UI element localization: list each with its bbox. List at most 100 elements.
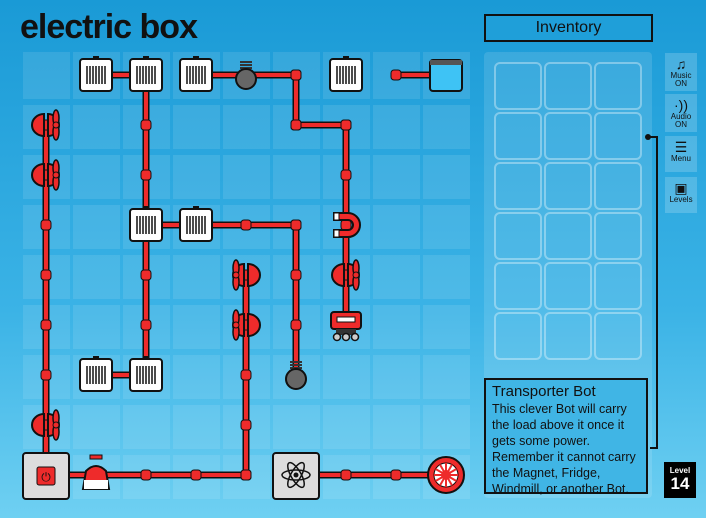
inventory-slot[interactable] — [594, 162, 642, 210]
inventory-slot[interactable] — [494, 262, 542, 310]
grid-cell[interactable] — [423, 405, 470, 449]
grid-cell[interactable] — [73, 305, 120, 349]
levels-button[interactable]: ▣ Levels — [665, 177, 697, 213]
grid-cell[interactable] — [423, 155, 470, 199]
fridge-icon[interactable] — [129, 56, 163, 92]
wire-node[interactable] — [340, 119, 352, 131]
inventory-slot[interactable] — [544, 162, 592, 210]
grid-cell[interactable] — [423, 105, 470, 149]
inventory-slot[interactable] — [544, 212, 592, 260]
fridge-icon[interactable] — [179, 206, 213, 242]
grid-cell[interactable] — [73, 205, 120, 249]
wire-node[interactable] — [40, 319, 52, 331]
wire-node[interactable] — [290, 119, 302, 131]
windmill-icon[interactable] — [31, 159, 62, 191]
grid-cell[interactable] — [373, 405, 420, 449]
fridge-icon[interactable] — [129, 356, 163, 392]
wire-node[interactable] — [390, 469, 402, 481]
wire-node[interactable] — [340, 169, 352, 181]
grid-cell[interactable] — [73, 255, 120, 299]
inventory-slot[interactable] — [594, 212, 642, 260]
grid-cell[interactable] — [23, 52, 70, 99]
inventory-slot[interactable] — [544, 262, 592, 310]
grid-cell[interactable] — [223, 155, 270, 199]
wire-node[interactable] — [290, 269, 302, 281]
grid-cell[interactable] — [73, 405, 120, 449]
grid-cell[interactable] — [223, 105, 270, 149]
wire-node[interactable] — [290, 319, 302, 331]
inventory-slot[interactable] — [544, 112, 592, 160]
grid-cell[interactable] — [173, 255, 220, 299]
grid-cell[interactable] — [123, 405, 170, 449]
wire-node[interactable] — [140, 269, 152, 281]
grid-cell[interactable] — [273, 405, 320, 449]
wire-node[interactable] — [390, 69, 402, 81]
grid-cell[interactable] — [323, 355, 370, 399]
wire-node[interactable] — [290, 219, 302, 231]
wire-node[interactable] — [340, 219, 352, 231]
wire-node[interactable] — [290, 69, 302, 81]
wire-node[interactable] — [240, 219, 252, 231]
fridge-icon[interactable] — [179, 56, 213, 92]
grid-cell[interactable] — [73, 105, 120, 149]
music-toggle-button[interactable]: ♫ Music ON — [665, 53, 697, 91]
windmill-icon[interactable] — [31, 409, 62, 441]
grid-cell[interactable] — [173, 155, 220, 199]
grid-cell[interactable] — [423, 255, 470, 299]
grid-cell[interactable] — [373, 105, 420, 149]
inventory-slot[interactable] — [594, 112, 642, 160]
inventory-slot[interactable] — [494, 162, 542, 210]
wire-node[interactable] — [340, 469, 352, 481]
grid-cell[interactable] — [373, 355, 420, 399]
inventory-slot[interactable] — [544, 312, 592, 360]
light-bulb-icon[interactable] — [285, 361, 307, 390]
grid-cell[interactable] — [173, 105, 220, 149]
fridge-icon[interactable] — [129, 206, 163, 242]
grid-cell[interactable] — [373, 305, 420, 349]
light-bulb-icon[interactable] — [235, 61, 257, 90]
wire-node[interactable] — [40, 219, 52, 231]
wire-node[interactable] — [140, 169, 152, 181]
inventory-slot[interactable] — [494, 212, 542, 260]
transporter-bot-icon[interactable] — [330, 311, 362, 342]
game-board[interactable]: ⏻ — [0, 0, 480, 518]
inventory-slot[interactable] — [544, 62, 592, 110]
inventory-slot[interactable] — [594, 312, 642, 360]
magnet-icon[interactable] — [333, 212, 361, 238]
inventory-slot[interactable] — [594, 262, 642, 310]
grid-cell[interactable] — [423, 205, 470, 249]
grid-cell[interactable] — [73, 155, 120, 199]
wire-node[interactable] — [40, 369, 52, 381]
fridge-icon[interactable] — [79, 56, 113, 92]
power-switch-box[interactable]: ⏻ — [22, 452, 70, 500]
grid-cell[interactable] — [423, 355, 470, 399]
kettle-icon[interactable] — [81, 454, 111, 490]
grid-cell[interactable] — [373, 205, 420, 249]
wheel-motor-icon[interactable] — [427, 456, 465, 494]
grid-cell[interactable] — [373, 155, 420, 199]
atom-box[interactable] — [272, 452, 320, 500]
audio-toggle-button[interactable]: ·)) Audio ON — [665, 94, 697, 132]
water-tank-icon[interactable] — [429, 59, 463, 92]
fridge-icon[interactable] — [329, 56, 363, 92]
inventory-slot[interactable] — [494, 312, 542, 360]
windmill-icon[interactable] — [31, 109, 62, 141]
inventory-slot[interactable] — [494, 112, 542, 160]
grid-cell[interactable] — [173, 305, 220, 349]
grid-cell[interactable] — [373, 255, 420, 299]
menu-button[interactable]: ☰ Menu — [665, 136, 697, 172]
grid-cell[interactable] — [323, 405, 370, 449]
wire-node[interactable] — [140, 469, 152, 481]
grid-cell[interactable] — [173, 405, 220, 449]
wire-node[interactable] — [240, 469, 252, 481]
wire-node[interactable] — [140, 319, 152, 331]
grid-cell[interactable] — [423, 305, 470, 349]
fridge-icon[interactable] — [79, 356, 113, 392]
wire-node[interactable] — [240, 369, 252, 381]
inventory-slot[interactable] — [594, 62, 642, 110]
grid-cell[interactable] — [273, 155, 320, 199]
wire-node[interactable] — [140, 119, 152, 131]
grid-cell[interactable] — [173, 355, 220, 399]
windmill-icon[interactable] — [230, 259, 261, 291]
wire-node[interactable] — [190, 469, 202, 481]
